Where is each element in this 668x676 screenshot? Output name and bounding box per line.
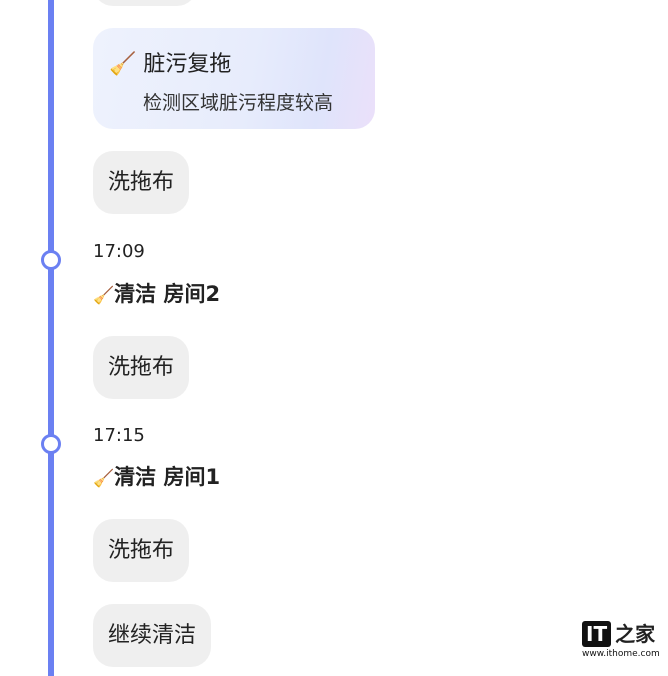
event-time: 17:15 [93, 425, 145, 446]
card-title: 脏污复拖 [143, 52, 232, 77]
wash-mop-button[interactable]: 洗拖布 [93, 519, 190, 582]
wash-mop-button[interactable]: 洗拖布 [93, 336, 190, 399]
timeline-line [48, 0, 54, 676]
mop-icon: 🧹 [109, 52, 137, 77]
broom-icon: 🧹 [93, 469, 115, 489]
event-title: 🧹清洁 房间1 [93, 465, 221, 489]
event-time: 17:09 [93, 241, 145, 262]
dirty-remop-card: 🧹 脏污复拖 检测区域脏污程度较高 [93, 28, 375, 129]
card-subtitle: 检测区域脏污程度较高 [143, 92, 334, 114]
wash-mop-button[interactable]: 洗拖布 [93, 151, 190, 214]
continue-cleaning-button[interactable]: 继续清洁 [93, 604, 212, 667]
watermark-url: www.ithome.com [582, 649, 660, 659]
previous-bubble [93, 0, 197, 6]
broom-icon: 🧹 [93, 286, 115, 306]
timeline-node [41, 250, 61, 270]
event-title: 🧹清洁 房间2 [93, 282, 221, 306]
timeline-node [41, 434, 61, 454]
